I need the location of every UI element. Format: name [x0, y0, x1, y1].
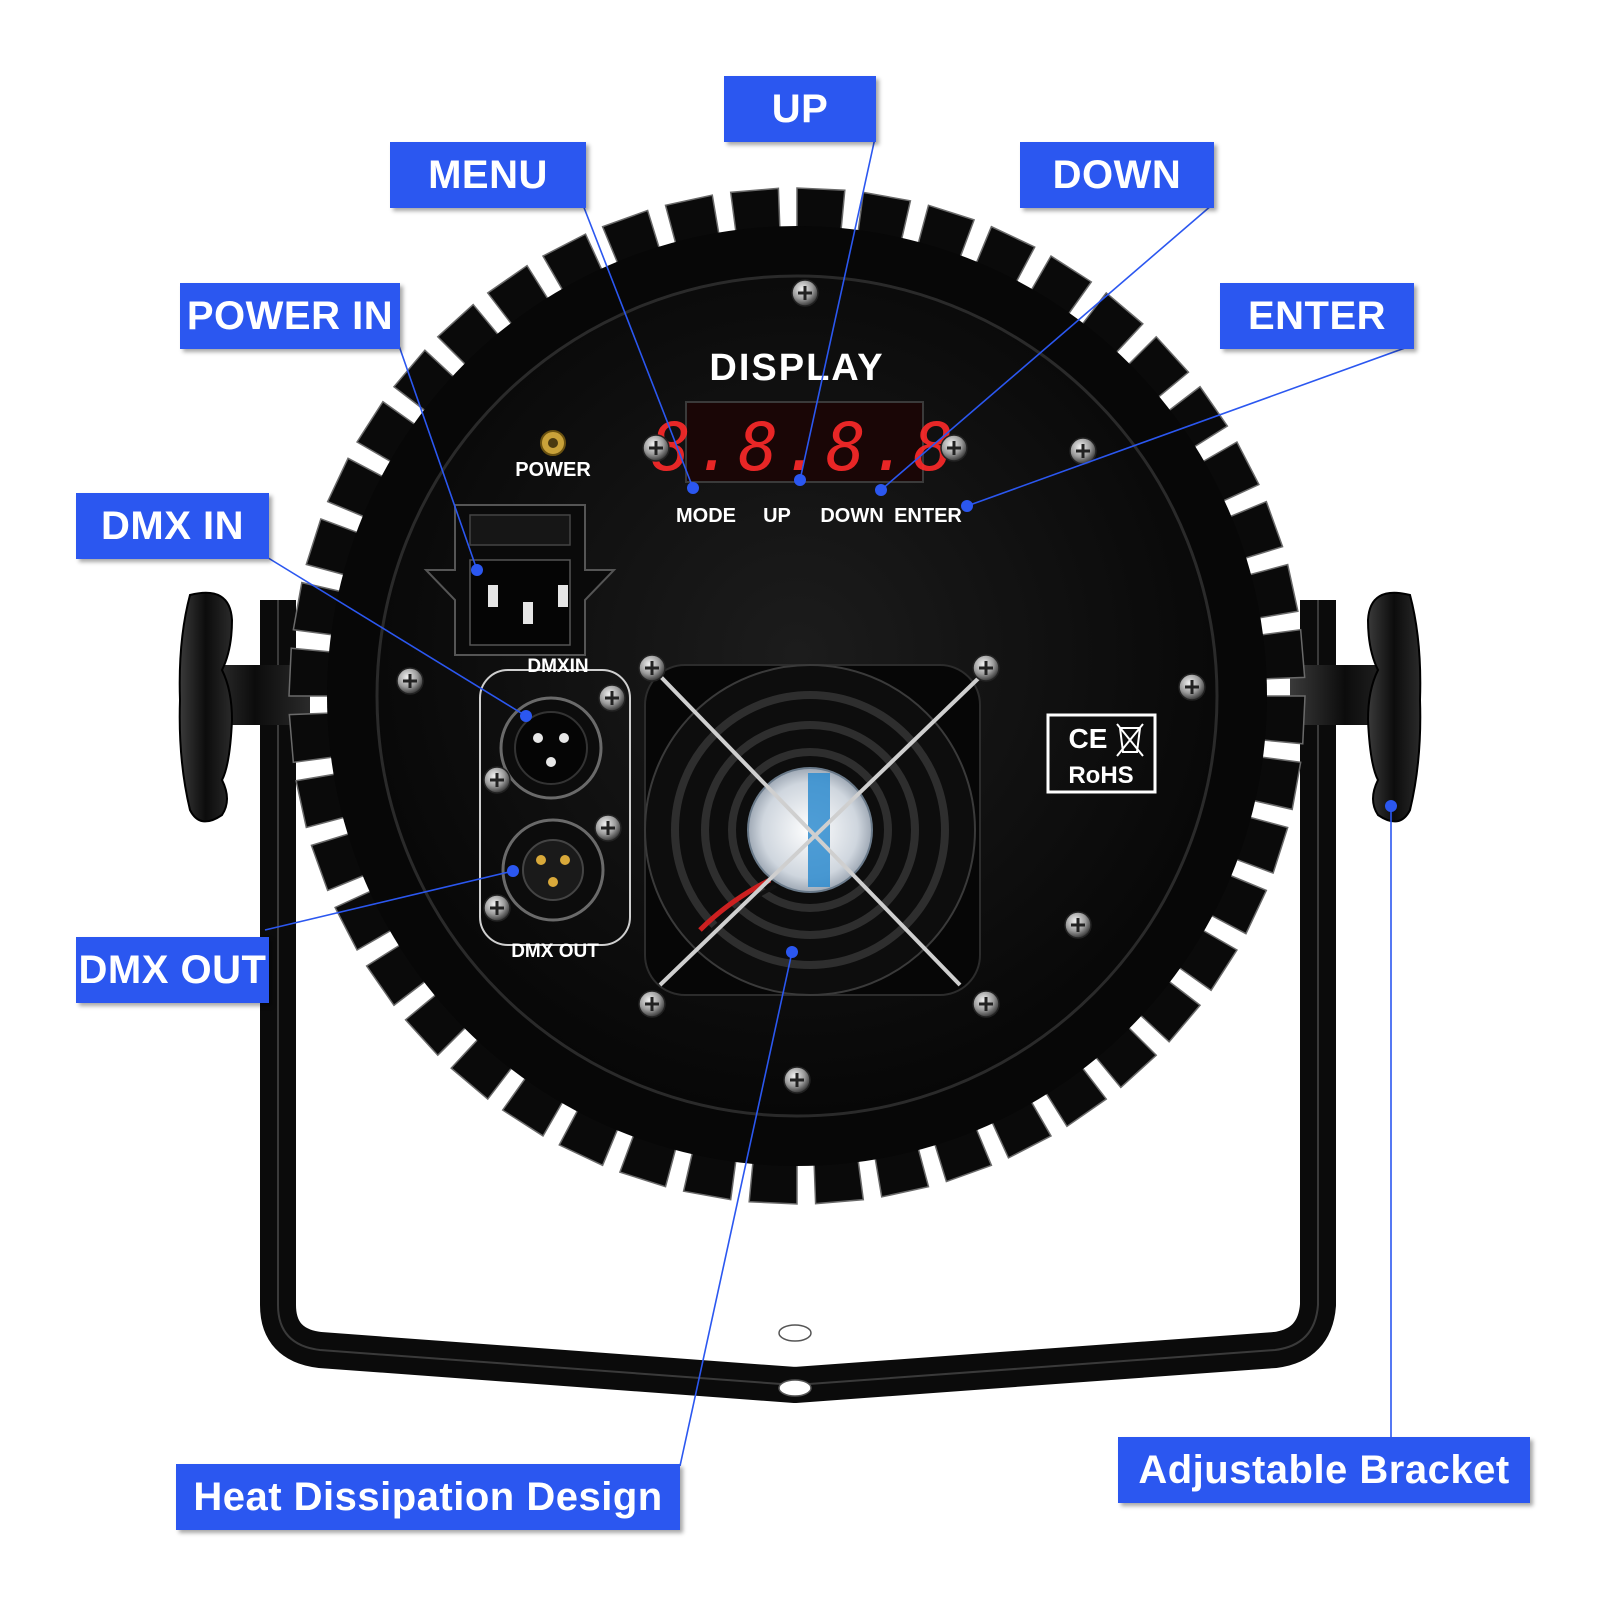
svg-text:8.8.8.8: 8.8.8.8	[651, 409, 957, 486]
screw	[637, 989, 667, 1019]
callout-dmx-in: DMX IN	[76, 493, 269, 559]
screw	[971, 989, 1001, 1019]
screw-top	[790, 278, 820, 308]
up-label: UP	[763, 505, 791, 527]
display-title: DISPLAY	[709, 347, 884, 389]
ce-mark: CE	[1069, 723, 1108, 754]
screw	[482, 765, 512, 795]
callout-enter: ENTER	[1220, 283, 1414, 349]
mode-label: MODE	[676, 505, 736, 527]
screw	[395, 666, 425, 696]
enter-label: ENTER	[894, 505, 962, 527]
screw	[971, 653, 1001, 683]
leader-dots	[471, 474, 1397, 958]
weee-bin-icon	[1116, 723, 1144, 757]
power-indicator	[540, 430, 566, 456]
callout-menu: MENU	[390, 142, 586, 208]
callout-adjustable-bracket: Adjustable Bracket	[1118, 1437, 1530, 1503]
dmx-connector-panel	[479, 669, 631, 946]
down-label: DOWN	[820, 505, 883, 527]
screw	[593, 813, 623, 843]
screw	[637, 653, 667, 683]
rohs-mark: RoHS	[1068, 762, 1133, 789]
leader-lines	[264, 137, 1406, 1467]
screw	[641, 433, 671, 463]
callout-up: UP	[724, 76, 876, 142]
callout-power-in: POWER IN	[180, 283, 400, 349]
ce-rohs-mark: CE RoHS	[1046, 713, 1157, 794]
right-knob	[1290, 591, 1422, 823]
screw	[939, 433, 969, 463]
led-display: 8.8.8.8	[651, 401, 957, 486]
screw	[1063, 910, 1093, 940]
power-socket	[423, 504, 617, 656]
screw	[482, 893, 512, 923]
dmx-in-label: DMXIN	[527, 656, 588, 677]
callout-down: DOWN	[1020, 142, 1214, 208]
power-label: POWER	[515, 459, 591, 481]
left-knob	[178, 591, 310, 823]
screw	[1177, 672, 1207, 702]
cooling-fan	[644, 664, 987, 996]
callout-dmx-out: DMX OUT	[76, 937, 269, 1003]
screw-bottom	[782, 1065, 812, 1095]
dmx-out-label: DMX OUT	[511, 941, 599, 962]
bracket	[260, 600, 1336, 1403]
callout-heat-dissipation: Heat Dissipation Design	[176, 1464, 680, 1530]
screw	[597, 683, 627, 713]
